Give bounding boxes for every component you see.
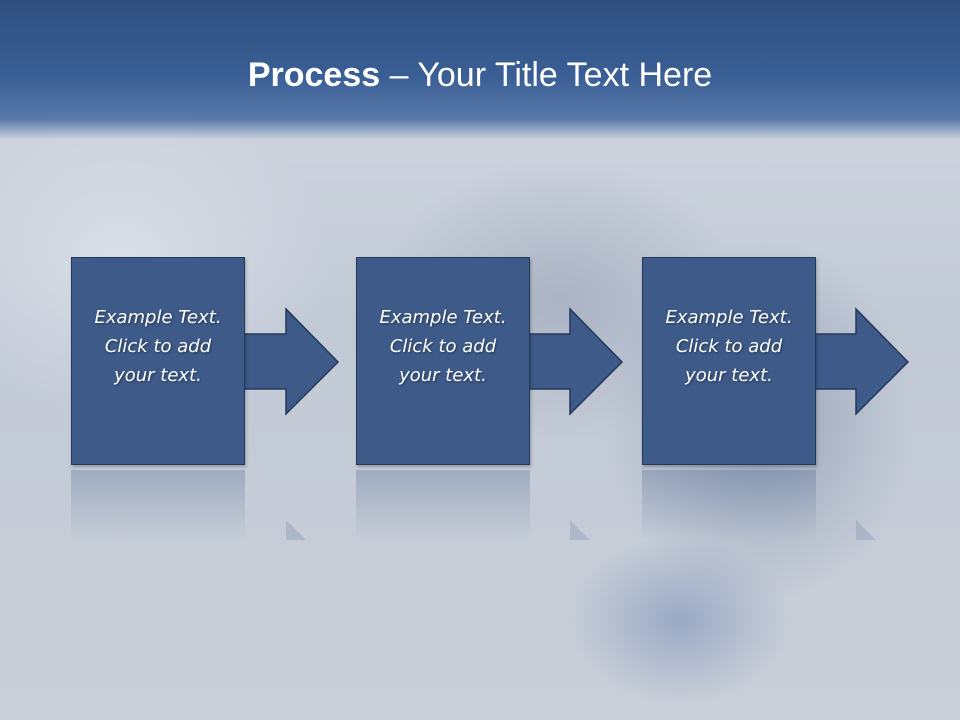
step-3-line-3: your text. — [685, 364, 773, 386]
step-1-text[interactable]: Example Text. Click to add your text. — [83, 303, 233, 390]
step-3-line-2: Click to add — [675, 335, 783, 357]
step-3-reflection — [642, 470, 816, 540]
step-3-text[interactable]: Example Text. Click to add your text. — [654, 303, 804, 390]
process-step-1[interactable]: Example Text. Click to add your text. — [71, 257, 245, 465]
step-2-line-3: your text. — [399, 364, 487, 386]
step-2-line-2: Click to add — [389, 335, 497, 357]
arrow-2-reflection — [570, 520, 590, 540]
slide-title[interactable]: Process – Your Title Text Here — [0, 52, 960, 98]
step-2-line-1: Example Text. — [379, 306, 507, 328]
title-rest-part: – Your Title Text Here — [380, 56, 713, 94]
step-2-text[interactable]: Example Text. Click to add your text. — [368, 303, 518, 390]
title-bold-part: Process — [247, 56, 381, 94]
step-3-line-1: Example Text. — [665, 306, 793, 328]
title-band — [0, 0, 960, 140]
step-1-line-1: Example Text. — [94, 306, 222, 328]
arrow-1-icon — [239, 307, 340, 416]
step-1-line-3: your text. — [114, 364, 202, 386]
process-step-3[interactable]: Example Text. Click to add your text. — [642, 257, 816, 465]
process-step-2[interactable]: Example Text. Click to add your text. — [356, 257, 530, 465]
arrow-3-reflection — [856, 520, 876, 540]
arrow-1-reflection — [286, 520, 306, 540]
arrow-3-icon — [810, 307, 910, 416]
step-2-reflection — [356, 470, 530, 540]
arrow-2-icon — [524, 307, 624, 416]
step-1-line-2: Click to add — [104, 335, 212, 357]
step-1-reflection — [71, 470, 245, 540]
